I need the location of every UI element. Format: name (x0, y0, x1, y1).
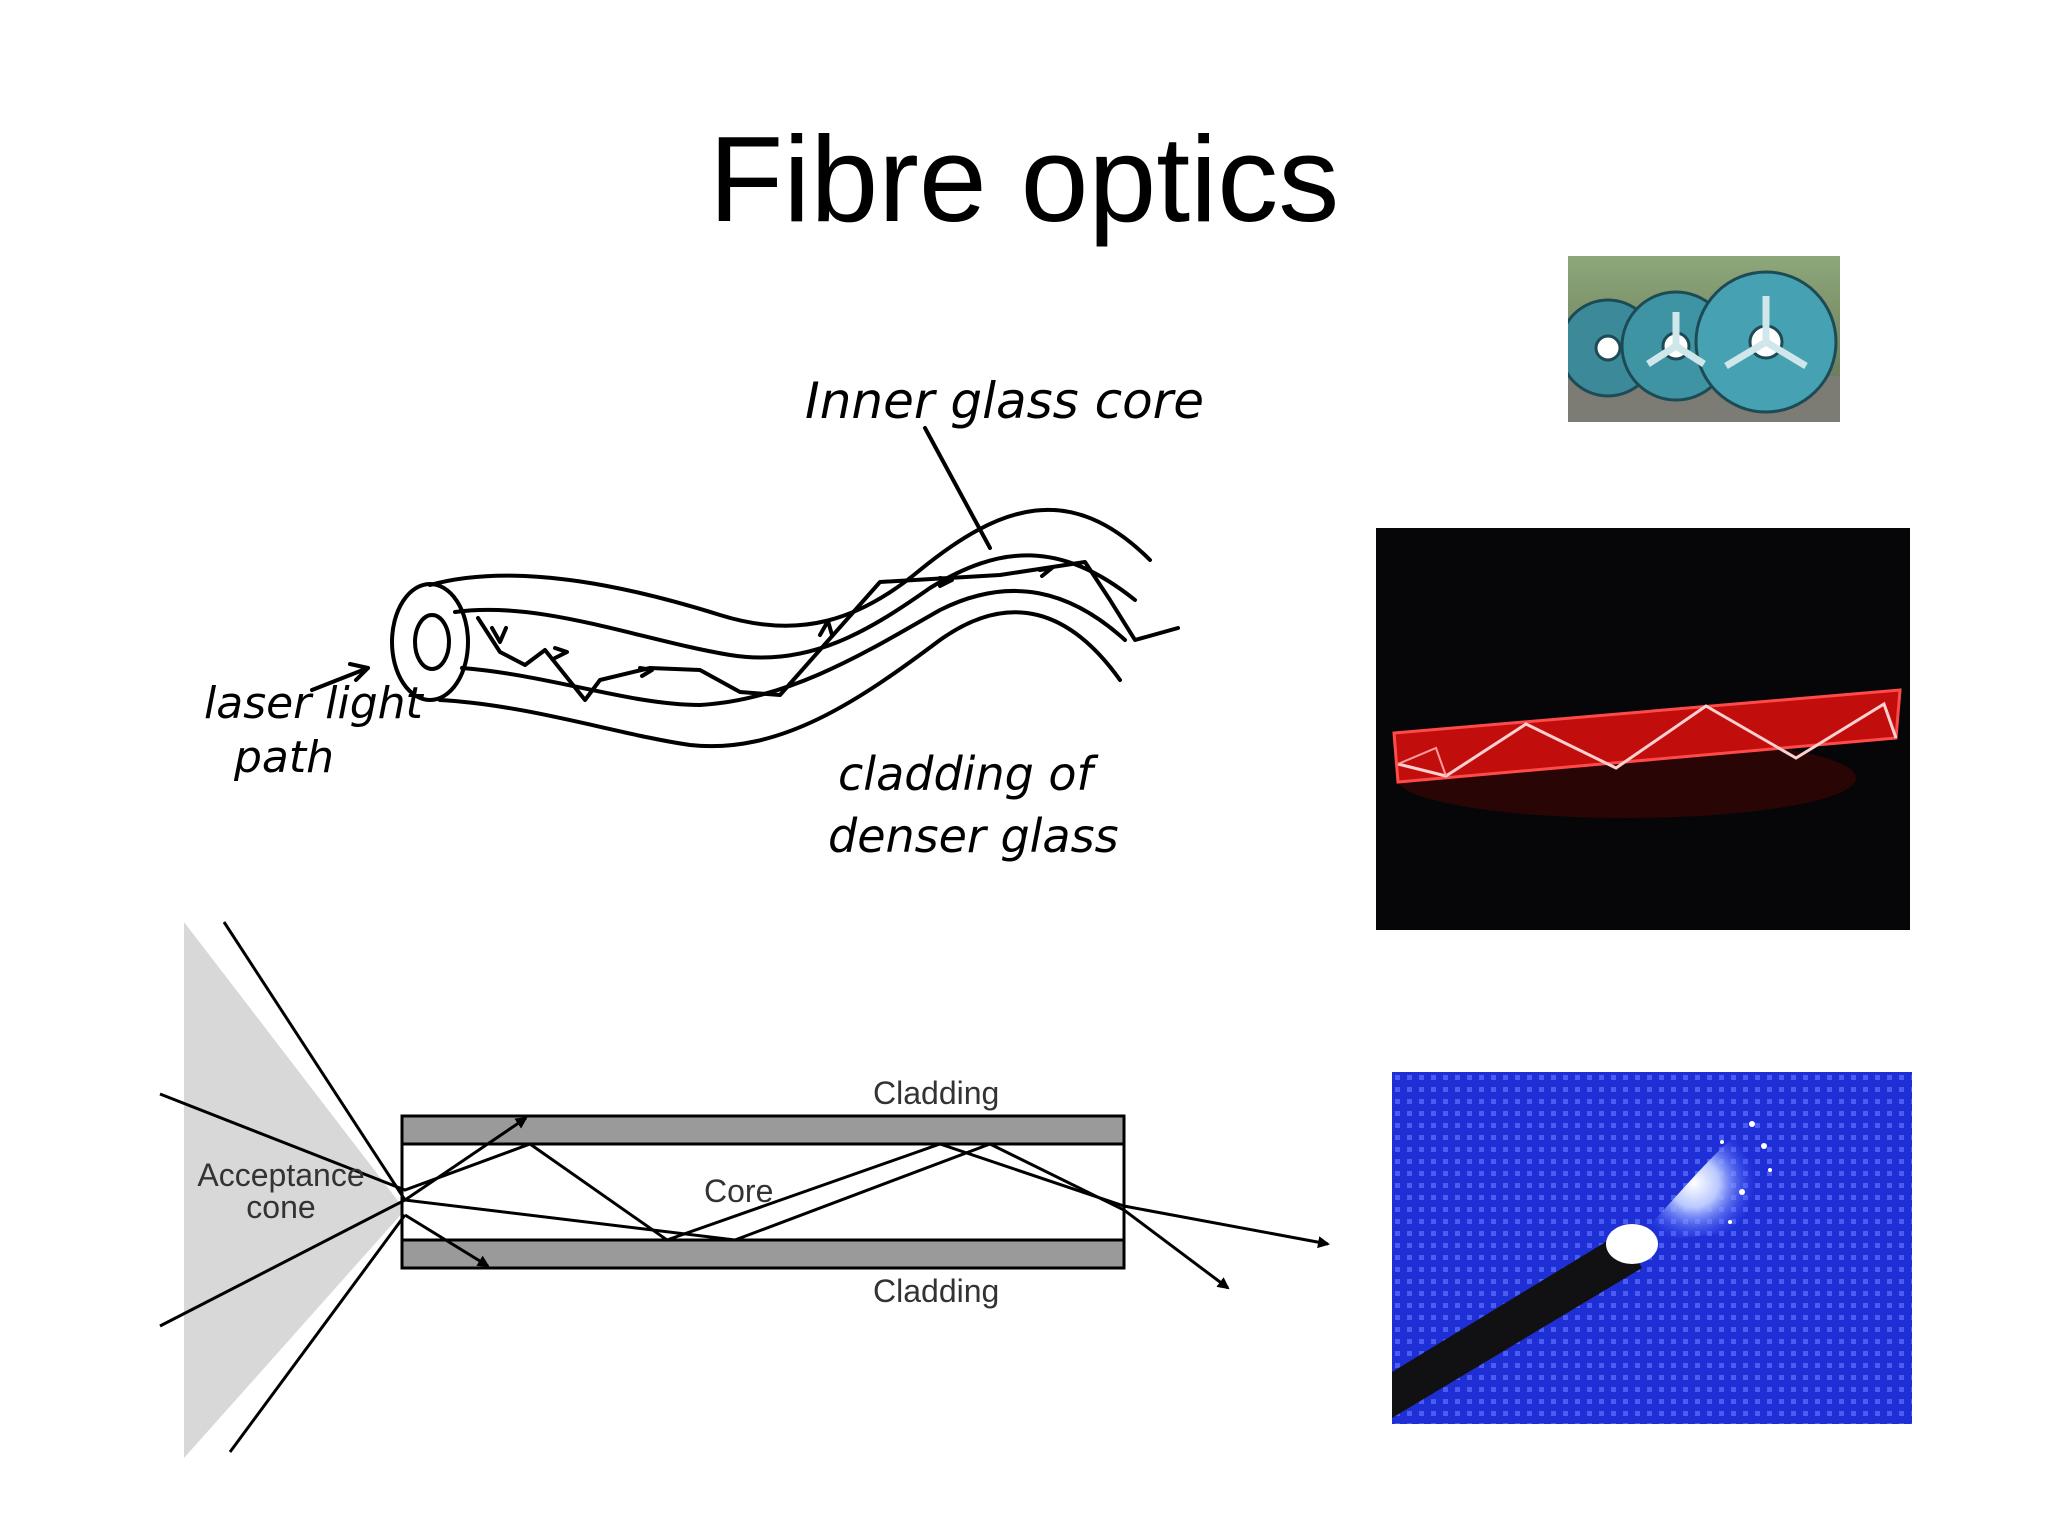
label-laser-light-path-2: path (233, 732, 334, 783)
path-arrow-1 (490, 626, 508, 644)
label-cladding-denser-2: denser glass (828, 809, 1119, 863)
core-label-leader (923, 426, 992, 550)
label-inner-glass-core: Inner glass core (805, 372, 1204, 430)
tube-outer-bottom (438, 610, 1122, 749)
label-cladding-top: Cladding (873, 1075, 999, 1111)
path-arrow-4 (818, 619, 834, 637)
label-acceptance-cone-2: cone (246, 1189, 315, 1225)
acceptance-cone-shape (184, 922, 405, 1458)
core-top (453, 553, 1137, 660)
cladding-bottom-band (400, 1238, 1126, 1270)
label-acceptance-cone-1: Acceptance (197, 1157, 364, 1193)
cladding-top-band (400, 1114, 1126, 1146)
ray-guided-2 (159, 1142, 1230, 1328)
ray-steep-upper (222, 921, 407, 1201)
path-label-leader (310, 662, 370, 692)
label-cladding-denser-1: cladding of (838, 747, 1099, 801)
core-band (400, 1142, 1126, 1242)
slide-title: Fibre optics (708, 111, 1340, 247)
fibre-end-inner (413, 613, 451, 671)
path-arrow-3 (638, 666, 654, 678)
path-arrow-5 (938, 576, 954, 588)
ray-escape-up (404, 1116, 528, 1202)
label-cladding-bottom: Cladding (873, 1273, 999, 1309)
ray-steep-lower (228, 1214, 407, 1453)
laser-path-line (476, 560, 1180, 702)
path-arrow-2 (553, 646, 569, 660)
ray-guided-1 (159, 1092, 1330, 1249)
path-arrow-6 (1038, 566, 1054, 578)
red-laser-in-rod-photo (1376, 528, 1910, 930)
label-core: Core (704, 1173, 773, 1209)
fibre-end-outer (390, 582, 470, 702)
core-bottom (460, 589, 1127, 707)
fibre-bundle-photo (1392, 1072, 1912, 1424)
label-laser-light-path-1: laser light (204, 678, 425, 729)
ray-escape-down (404, 1213, 490, 1268)
cable-reels-photo (1568, 256, 1840, 422)
